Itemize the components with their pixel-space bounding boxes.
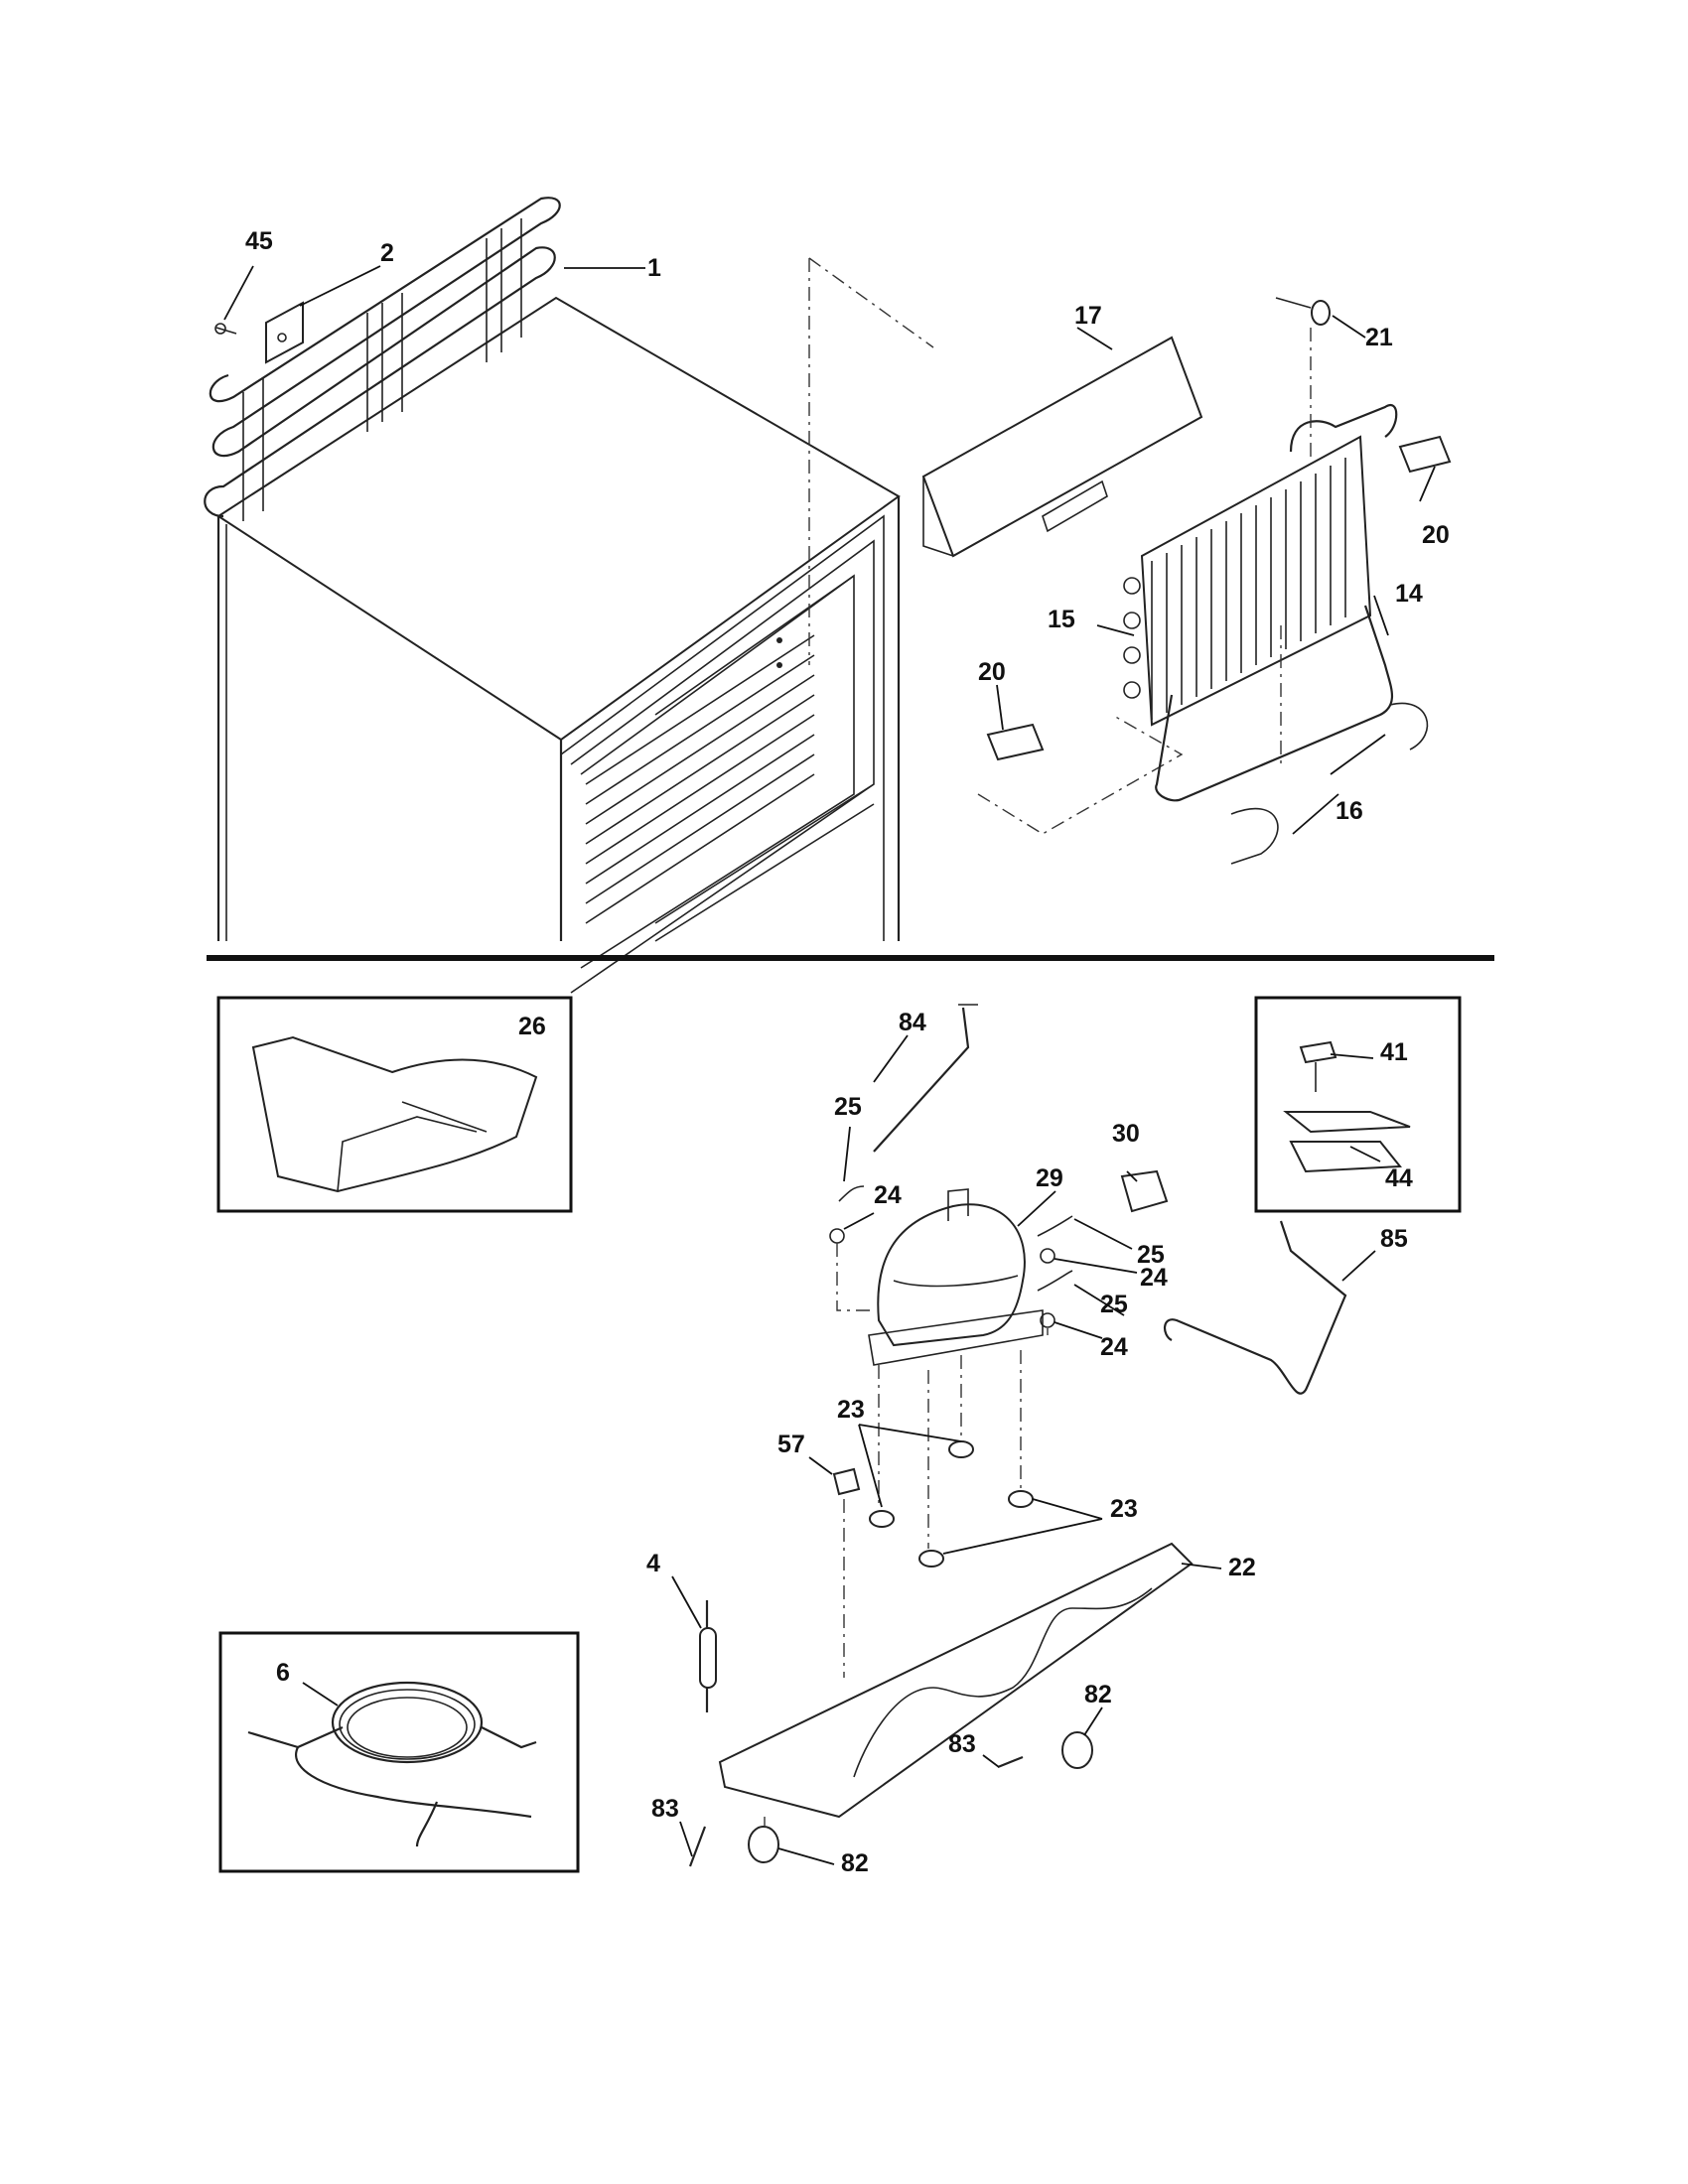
coil-bracket	[265, 301, 304, 364]
compressor-grommets	[869, 1440, 1034, 1568]
evaporator	[1123, 403, 1398, 727]
callout-29: 29	[1036, 1164, 1063, 1192]
callout-14: 14	[1395, 580, 1423, 608]
callout-25-top: 25	[834, 1093, 862, 1121]
callout-leaders	[223, 265, 1436, 1865]
callout-41: 41	[1380, 1038, 1408, 1066]
callout-6: 6	[276, 1659, 290, 1687]
callout-45: 45	[245, 227, 273, 255]
suction-tube	[1164, 1220, 1347, 1395]
compressor	[868, 1188, 1044, 1366]
callout-1: 1	[647, 254, 661, 282]
callout-83-left: 83	[651, 1795, 679, 1823]
condenser-coil	[204, 197, 561, 521]
callout-22: 22	[1228, 1554, 1256, 1581]
drain-pan-inset	[216, 996, 573, 1213]
callout-85: 85	[1380, 1225, 1408, 1253]
callout-23-upper: 23	[837, 1396, 865, 1424]
defrost-clip-upper	[1398, 435, 1452, 474]
filter-drier	[699, 1600, 717, 1712]
freezer-ribs	[585, 634, 815, 924]
callout-82-right: 82	[1084, 1681, 1112, 1708]
callout-30: 30	[1112, 1120, 1140, 1148]
defrost-clip-lower	[977, 714, 1184, 835]
callout-4: 4	[646, 1550, 660, 1577]
callout-20-lower: 20	[978, 658, 1006, 686]
callout-84: 84	[899, 1009, 926, 1036]
alignment-line	[808, 257, 934, 348]
wire-clip	[832, 1467, 861, 1496]
callout-16: 16	[1336, 797, 1363, 825]
thermistor-sensor	[1275, 297, 1331, 326]
drain-trough	[921, 336, 1203, 558]
callout-25-mid: 25	[1137, 1241, 1165, 1269]
callout-57: 57	[777, 1431, 805, 1458]
defrost-heater	[1155, 605, 1394, 802]
callout-44: 44	[1385, 1164, 1413, 1192]
callout-24-left: 24	[874, 1181, 902, 1209]
leveling-feet	[748, 1731, 1093, 1863]
mounting-clips	[829, 1185, 1073, 1328]
power-cord-inset	[218, 1631, 580, 1873]
callout-83-right: 83	[948, 1730, 976, 1758]
callout-24-low: 24	[1100, 1333, 1128, 1361]
callout-25-low: 25	[1100, 1291, 1128, 1318]
callout-20-upper: 20	[1422, 521, 1450, 549]
callout-82-left: 82	[841, 1849, 869, 1877]
callout-15: 15	[1048, 606, 1075, 633]
callout-17: 17	[1074, 302, 1102, 330]
foot-screws	[688, 1755, 1024, 1867]
callout-21: 21	[1365, 324, 1393, 351]
callout-26: 26	[518, 1013, 546, 1040]
callout-2: 2	[380, 239, 394, 267]
callout-24-mid: 24	[1140, 1264, 1168, 1292]
process-tube	[873, 1004, 978, 1153]
start-relay	[1120, 1169, 1169, 1213]
callout-23-lower: 23	[1110, 1495, 1138, 1523]
bracket-screw	[214, 323, 237, 335]
alignment-line	[836, 1243, 874, 1311]
hardware-inset	[1254, 996, 1462, 1213]
compressor-base	[718, 1542, 1194, 1819]
heater-retainer	[1230, 702, 1429, 865]
refrigerator-cabinet	[216, 296, 901, 994]
